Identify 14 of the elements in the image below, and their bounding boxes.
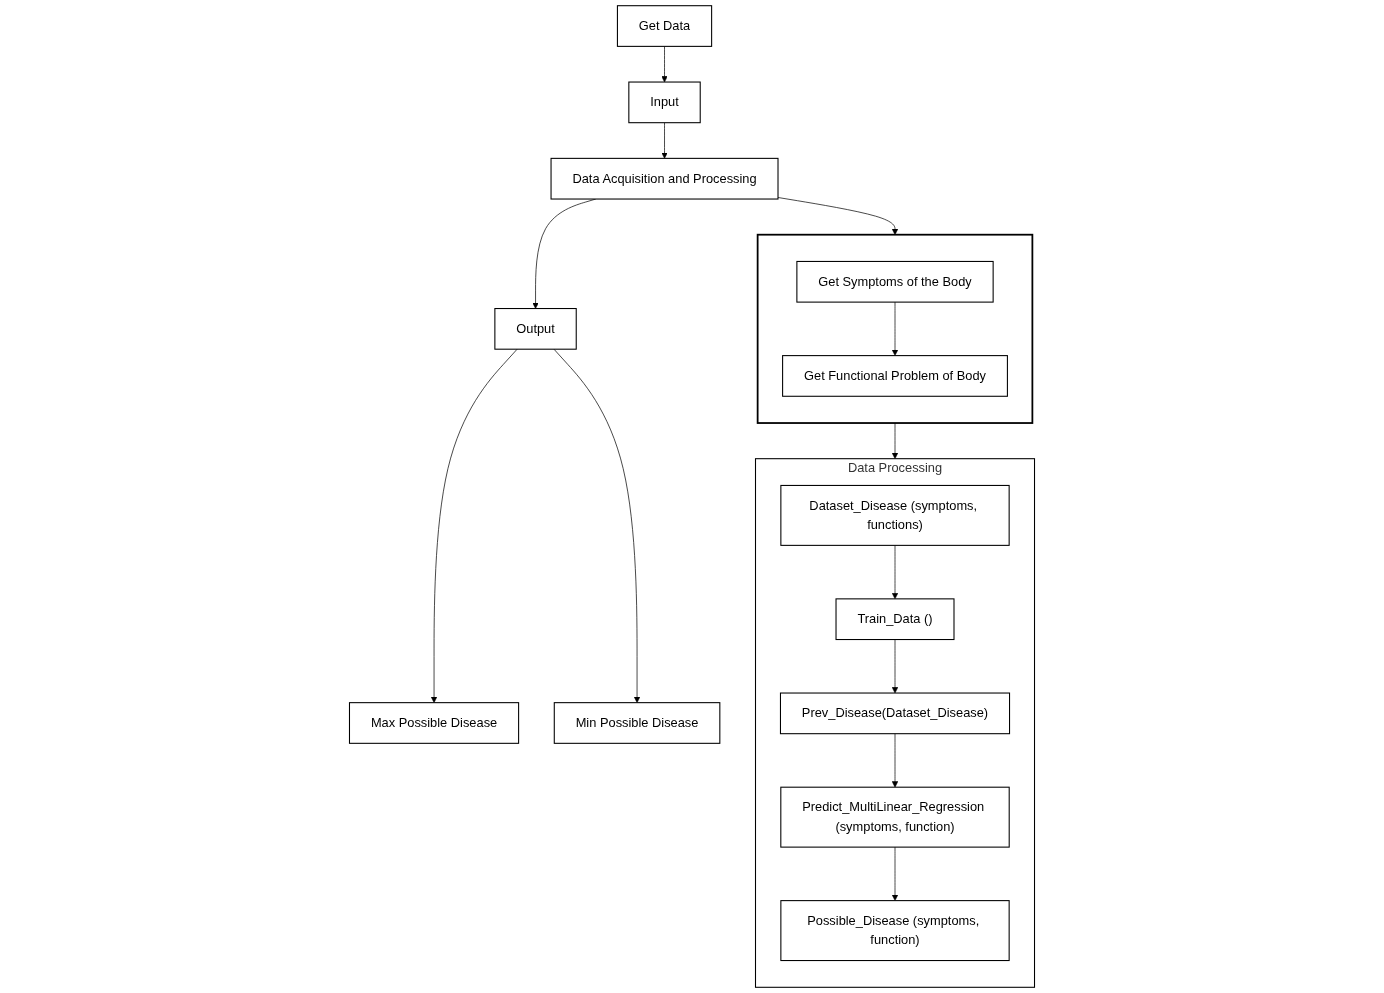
node-box: Dataset_Disease (symptoms, functions) (780, 484, 1010, 546)
node-box: Get Symptoms of the Body (796, 260, 994, 303)
node-box: Train_Data () (835, 598, 955, 641)
cluster (756, 233, 1034, 424)
node-box: Output (494, 308, 577, 350)
node-box: Prev_Disease(Dataset_Disease) (779, 692, 1011, 735)
node-box: Predict_MultiLinear_Regression (symptoms, function) (780, 786, 1010, 848)
node-box: Data Acquisition and Processing (550, 157, 779, 200)
node-box: Possible_Disease (symptoms, function) (780, 900, 1010, 962)
node-box: Min Possible Disease (553, 702, 721, 744)
node-box: Input (628, 81, 701, 124)
node-box: Max Possible Disease (348, 702, 520, 744)
node-box: Get Data (616, 5, 713, 47)
node-box: Get Functional Problem of Body (782, 355, 1008, 397)
